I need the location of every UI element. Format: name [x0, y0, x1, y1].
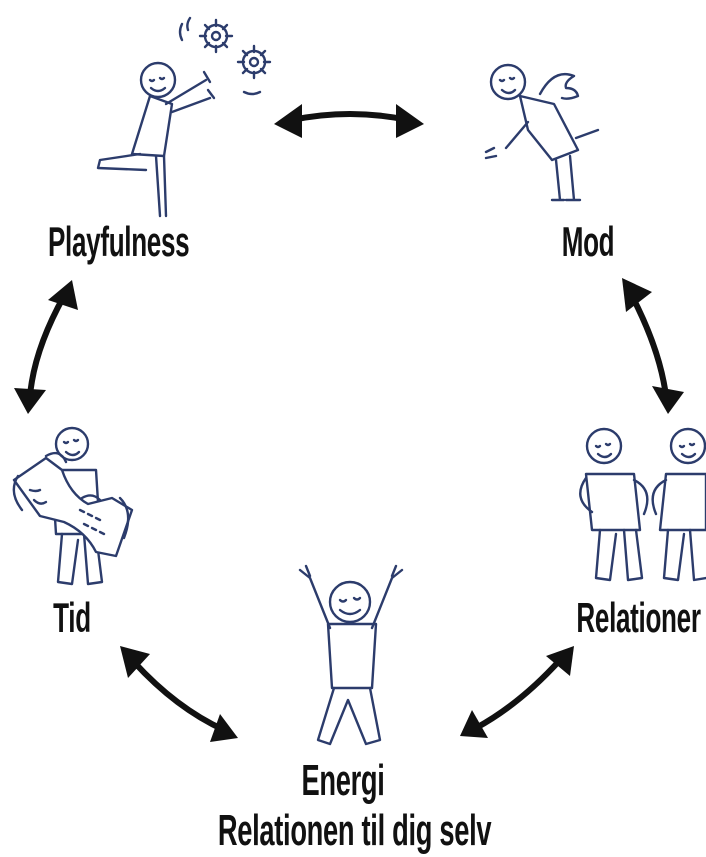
energi-figure-icon — [298, 564, 404, 746]
relationer-figures-icon — [579, 427, 706, 582]
mod-figure-icon — [484, 63, 600, 202]
label-energi-sub: Relationen til dig selv — [217, 806, 492, 855]
arrow-energi-tid — [120, 646, 238, 742]
label-tid: Tid — [53, 594, 91, 641]
arrow-playfulness-mod — [274, 104, 424, 138]
arrow-mod-relationer — [622, 278, 684, 414]
arrow-tid-playfulness — [14, 280, 78, 414]
gears-icon — [178, 16, 272, 96]
label-playfulness: Playfulness — [48, 218, 190, 265]
hourglass-icon — [12, 451, 134, 558]
arrow-relationer-energi — [460, 646, 574, 738]
label-energi: Energi — [301, 756, 385, 805]
label-mod: Mod — [561, 218, 615, 265]
playfulness-figure-icon — [96, 61, 216, 218]
